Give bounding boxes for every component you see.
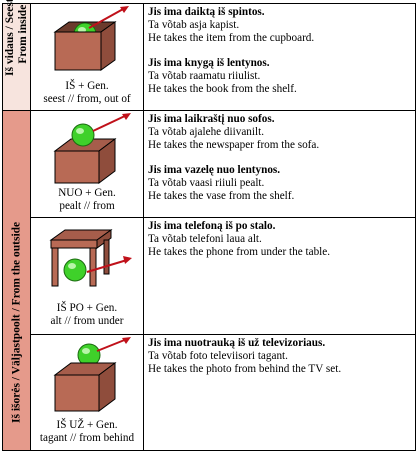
illustration-cell: NUO + Gen. pealt // from (30, 110, 144, 218)
caption-row2: NUO + Gen. pealt // from (31, 187, 143, 213)
example-english: He takes the item from the cupboard. (148, 32, 315, 44)
examples-cell: Jis ima telefoną iš po stalo. Ta võtab t… (143, 217, 416, 335)
table-row: IŠ UŽ + Gen. tagant // from behind Jis i… (3, 334, 416, 451)
example-estonian: Ta võtab ajalehe diivanilt. (148, 126, 265, 138)
example-1: Jis ima laikraštį nuo sofos. Ta võtab aj… (148, 113, 412, 152)
caption-preposition: IŠ UŽ + Gen. (56, 419, 118, 431)
example-lithuanian: Jis ima nuotrauką iš už televizoriaus. (148, 337, 326, 349)
side-label-inside: Iš vidaus / Seest / From inside (4, 0, 30, 76)
example-lithuanian: Jis ima laikraštį nuo sofos. (148, 113, 275, 125)
examples-cell: Jis ima laikraštį nuo sofos. Ta võtab aj… (143, 110, 416, 218)
box-with-ball-behind-icon (53, 337, 131, 412)
side-label-inside-line2: From inside (16, 4, 29, 64)
caption-row4: IŠ UŽ + Gen. tagant // from behind (31, 419, 143, 445)
examples-cell: Jis ima daiktą iš spintos. Ta võtab asja… (143, 3, 416, 111)
caption-meaning: tagant // from behind (39, 432, 135, 444)
caption-row3: IŠ PO + Gen. alt // from under (31, 302, 143, 328)
box-with-ball-on-top-icon (53, 113, 131, 184)
illustration-cell: IŠ PO + Gen. alt // from under (30, 217, 144, 335)
example-1: Jis ima telefoną iš po stalo. Ta võtab t… (148, 220, 412, 259)
caption-preposition: IŠ + Gen. (65, 80, 109, 92)
example-english: He takes the newspaper from the sofa. (148, 139, 320, 151)
example-estonian: Ta võtab vaasi riiuli pealt. (148, 177, 265, 189)
side-label-outside-cell: Iš išorės / Väljastpoolt / From the outs… (2, 110, 31, 451)
illustration-cell: IŠ + Gen. seest // from, out of (30, 3, 144, 111)
examples-cell: Jis ima nuotrauką iš už televizoriaus. T… (143, 334, 416, 451)
example-1: Jis ima daiktą iš spintos. Ta võtab asja… (148, 6, 412, 45)
example-estonian: Ta võtab telefoni laua alt. (148, 233, 262, 245)
example-1: Jis ima nuotrauką iš už televizoriaus. T… (148, 337, 412, 376)
caption-meaning: pealt // from (59, 200, 115, 212)
example-lithuanian: Jis ima vazelę nuo lentynos. (148, 164, 281, 176)
example-2: Jis ima knygą iš lentynos. Ta võtab raam… (148, 57, 412, 96)
side-label-inside-line1: Iš vidaus / Seest / (3, 0, 16, 76)
example-english: He takes the photo from behind the TV se… (148, 363, 342, 375)
prepositions-table: Iš vidaus / Seest / From inside IŠ + Gen… (2, 0, 416, 451)
table-row: Iš išorės / Väljastpoolt / From the outs… (2, 110, 416, 451)
caption-meaning: seest // from, out of (43, 93, 131, 105)
example-2: Jis ima vazelę nuo lentynos. Ta võtab va… (148, 164, 412, 203)
example-english: He takes the phone from under the table. (148, 246, 331, 258)
side-label-inside-cell: Iš vidaus / Seest / From inside (2, 0, 31, 111)
prepositions-table-page: Iš vidaus / Seest / From inside IŠ + Gen… (2, 0, 416, 456)
caption-row1: IŠ + Gen. seest // from, out of (31, 80, 143, 106)
example-estonian: Ta võtab raamatu riiulist. (148, 70, 261, 82)
caption-meaning: alt // from under (50, 315, 124, 327)
illustration-cell: IŠ UŽ + Gen. tagant // from behind (30, 334, 144, 451)
table-row: Iš vidaus / Seest / From inside IŠ + Gen… (2, 0, 416, 111)
example-english: He takes the book from the shelf. (148, 83, 297, 95)
example-english: He takes the vase from the shelf. (148, 190, 295, 202)
table-row: IŠ PO + Gen. alt // from under Jis ima t… (3, 217, 416, 335)
side-label-outside: Iš išorės / Väljastpoolt / From the outs… (10, 221, 22, 423)
example-lithuanian: Jis ima knygą iš lentynos. (148, 57, 270, 69)
example-lithuanian: Jis ima telefoną iš po stalo. (148, 220, 276, 232)
caption-preposition: NUO + Gen. (58, 187, 116, 199)
table-with-ball-under-icon (49, 229, 132, 287)
example-lithuanian: Jis ima daiktą iš spintos. (148, 6, 265, 18)
caption-preposition: IŠ PO + Gen. (56, 302, 118, 314)
example-estonian: Ta võtab foto televiisori tagant. (148, 350, 288, 362)
example-estonian: Ta võtab asja kapist. (148, 19, 240, 31)
box-with-ball-from-inside-icon (53, 6, 129, 71)
